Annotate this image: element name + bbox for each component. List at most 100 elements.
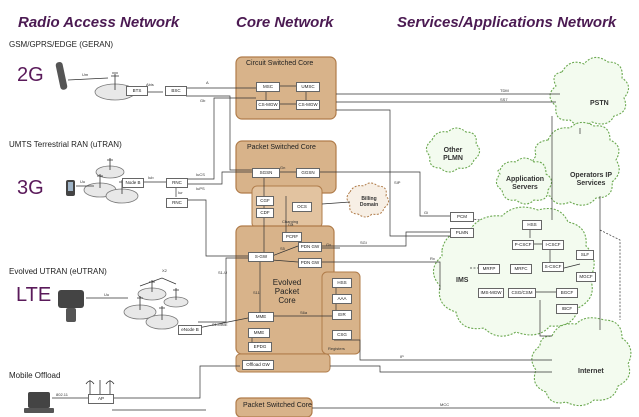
pcm-node: PCM [450, 212, 474, 222]
csg-node: CSG [332, 330, 352, 340]
iucs-label: IuCS [196, 172, 205, 177]
s1mme-label: S1-MME [212, 322, 228, 327]
s1u-label: S1-U [218, 270, 228, 275]
ims-label: IMS [456, 277, 469, 284]
pdn-gw-node-2: PDN GW [298, 258, 322, 268]
utran-title: UMTS Terrestrial RAN (uTRAN) [9, 140, 122, 149]
ss7-label: SS7 [500, 97, 508, 102]
rnc-node-2: RNC [166, 198, 188, 208]
internet-label: Internet [578, 368, 604, 375]
link-s1mme [197, 317, 249, 329]
link-sgi-1 [318, 231, 450, 247]
offload-gw-node: Offload GW [242, 360, 274, 370]
link-rnc-sgw [186, 199, 248, 257]
eutran-title: Evolved UTRAN (eUTRAN) [9, 267, 107, 276]
offload-laptop-icon [28, 392, 50, 408]
lte-modem-base [66, 308, 76, 322]
link-offload-internet [330, 365, 552, 373]
bsc-node: BSC [165, 86, 187, 96]
geran-title: GSM/GPRS/EDGE (GERAN) [9, 40, 114, 49]
x2-label: X2 [162, 268, 167, 273]
link-iucs [186, 97, 256, 180]
link-sgw-pdngw1 [271, 245, 299, 257]
uu-lte-label: Uu [104, 292, 110, 297]
link-operators-ims-dashed [599, 229, 621, 320]
cdf-node: CDF [256, 208, 274, 218]
um-label: Um [82, 72, 89, 77]
uu-label: Uu [80, 179, 86, 184]
packet-switched-core-title: Packet Switched Core [247, 144, 316, 151]
enodeb-antenna-1 [137, 296, 143, 310]
iups-label: IuPS [196, 186, 205, 191]
gn-label: Gn [280, 165, 286, 170]
icscf-node: I-CSCF [542, 240, 564, 250]
ip-label: IP [400, 354, 404, 359]
bts-node: BTS [126, 86, 148, 96]
mrfc-node: MRFC [510, 264, 532, 274]
link-gi-ggsn [318, 171, 450, 217]
pstn-cloud [549, 56, 630, 127]
mgcf-node: MGCF [576, 272, 596, 282]
cs-mgw-node-1: CS-MGW [256, 100, 280, 110]
s6a-label: S6a [300, 310, 308, 315]
registers-title: Registers [328, 346, 345, 351]
link-s1u [198, 257, 248, 323]
sip-label: SIP [394, 180, 401, 185]
pstn-label: PSTN [590, 100, 609, 107]
link-iups [186, 171, 252, 185]
core-network-header: Core Network [236, 14, 334, 31]
enodeb-antenna-2 [159, 306, 165, 320]
link-core-ims [336, 109, 468, 237]
sgi-label: SGi [360, 240, 367, 245]
operators-ip-cloud [530, 121, 620, 206]
scscf-node: S-CSCF [542, 262, 564, 272]
mme-node: MME [248, 312, 274, 322]
offload-laptop-base [24, 408, 54, 413]
evolved-packet-core-title: Evolved Packet Core [272, 278, 302, 305]
ap-node: AP [88, 394, 114, 404]
mrfp-node: MRFP [478, 264, 500, 274]
link-core-internet [334, 339, 552, 361]
wlan-label: 802.11 [56, 392, 68, 397]
rx-label: Rx [430, 256, 435, 261]
enodeb-node: eNode B [178, 325, 202, 335]
link-billing [321, 201, 351, 205]
application-servers-label: Application Servers [505, 176, 545, 191]
charging-title: Charging [282, 219, 299, 224]
aaa-node: AAA [332, 294, 352, 304]
ims-hss-node: HSS [522, 220, 542, 230]
offload-title: Mobile Offload [9, 371, 61, 380]
link-x2 [139, 277, 177, 287]
ims-mgw-node: IMS-MGW [478, 288, 504, 298]
other-plmn-cloud [425, 127, 481, 173]
lte-label: LTE [16, 284, 52, 306]
billing-domain-cloud [346, 182, 390, 218]
pcscf-node: P-CSCF [512, 240, 534, 250]
link-scscf-slf [563, 263, 581, 269]
lte-modem-icon [58, 290, 84, 308]
radio-access-network-header: Radio Access Network [18, 14, 180, 31]
iub-label: Iub [148, 175, 154, 180]
bts-antenna [111, 72, 119, 90]
pdn-gw-node-1: PDN GW [298, 242, 322, 252]
iur-label: Iur [178, 190, 183, 195]
plmn-node: PLMN [450, 228, 474, 238]
3g-label: 3G [17, 177, 44, 199]
s5-label: S5 [280, 246, 285, 251]
gb-label: Gb [200, 98, 206, 103]
link-um [67, 77, 109, 81]
2g-label: 2G [17, 64, 44, 86]
billing-domain-label: Billing Domain [359, 196, 379, 208]
msc-node: MSC [256, 82, 280, 92]
link-bsc-sgsn [186, 95, 252, 171]
csg-csm-node: CSG/CSM [508, 288, 536, 298]
packet-switched-core-bottom-title: Packet Switched Core [243, 402, 312, 409]
other-plmn-label: Other PLMN [443, 147, 463, 162]
3g-phone-screen [68, 182, 73, 191]
rnc-node-1: RNC [166, 178, 188, 188]
umsc-node: UMSC [296, 82, 320, 92]
services-network-header: Services/Applications Network [397, 14, 617, 31]
nodeb-antenna-1 [97, 174, 103, 188]
internet-cloud [531, 317, 632, 407]
